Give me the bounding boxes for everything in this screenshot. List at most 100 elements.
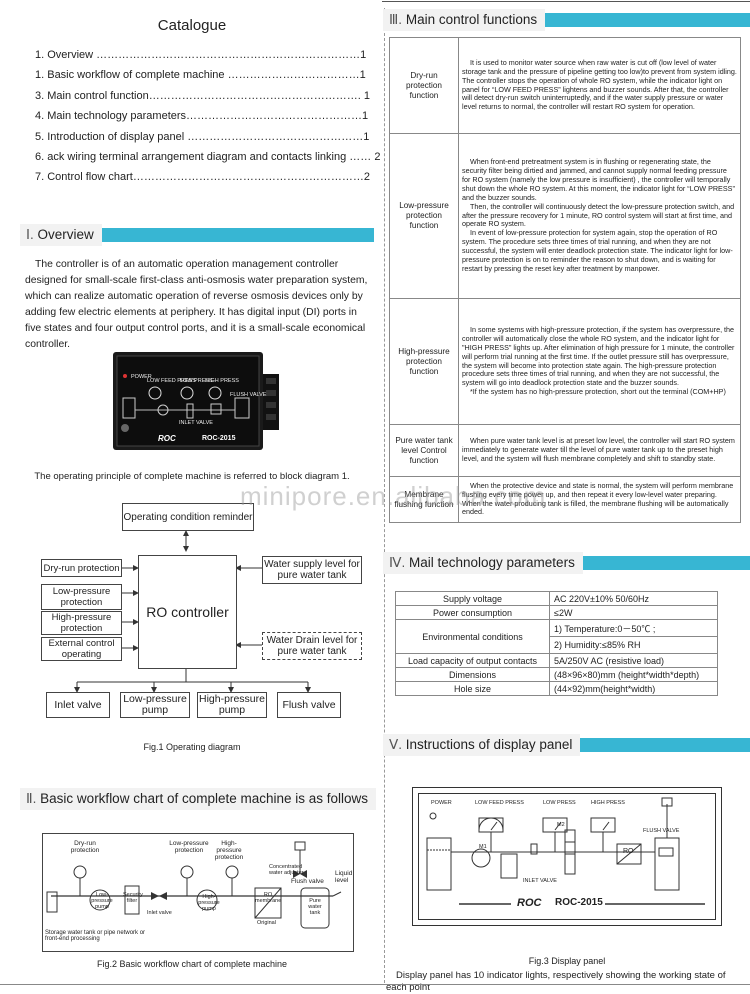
section-workflow-header: Ⅱ. Basic workflow chart of complete mach… (20, 788, 377, 810)
box-water-supply-level: Water supply level for pure water tank (262, 556, 362, 584)
device-label-inlet-valve: INLET VALVE (179, 420, 213, 426)
device-label-high-press: HIGH PRESS (205, 378, 239, 384)
panel-brand-logo: ROC (517, 897, 542, 909)
section-title: Mail technology parameters (408, 555, 575, 570)
workflow-diagram: Dry-run protection Low-pressure protecti… (42, 833, 354, 952)
column-divider (384, 8, 385, 983)
section-accent-bar (545, 13, 750, 27)
table-row: Power consumption ≤2W (395, 605, 718, 620)
wf-label-concentrated: Concentrated water adjuster (269, 864, 304, 876)
param-value: 1) Temperature:0－50℃ ; (549, 619, 718, 637)
toc-item[interactable]: 7. Control flow chart…………………………………………………… (35, 171, 370, 184)
section-accent-bar (582, 556, 750, 570)
panel-label-low-feed: LOW FEED PRESS (475, 800, 524, 806)
panel-label-m2: M2 (557, 822, 565, 828)
wf-label-high-pressure: High-pressure protection (214, 840, 244, 861)
toc-item[interactable]: 1. Overview ………………………………………………………………1 (35, 49, 367, 61)
box-low-pressure-pump: Low-pressure pump (120, 692, 190, 718)
row-desc: Then, the controller will continuously d… (462, 201, 735, 229)
param-value: 5A/250V AC (resistive load) (549, 653, 718, 668)
device-label-low-feed: LOW FEED PRESS (147, 378, 196, 384)
fig2-caption: Fig.2 Basic workflow chart of complete m… (96, 959, 288, 969)
panel-label-inlet-valve: INLET VALVE (523, 878, 557, 884)
table-row: Load capacity of output contacts 5A/250V… (395, 653, 718, 668)
wf-label-liquid-level: Liquid level (335, 870, 353, 884)
row-desc: It is used to monitor water source when … (462, 57, 737, 112)
param-value: (44×92)mm(height*width) (549, 681, 718, 696)
param-name: Dimensions (395, 667, 550, 682)
display-panel: POWER LOW FEED PRESS LOW PRESS HIGH PRES… (418, 793, 716, 920)
toc-item[interactable]: 3. Main control function…………………………………………… (35, 89, 370, 102)
panel-label-low-press: LOW PRESS (543, 800, 576, 806)
wf-label-low-pressure-pump: Low-pressure pump (91, 892, 113, 910)
panel-label-power: POWER (431, 800, 452, 806)
wf-label-pure-water-tank: Pure water tank (308, 898, 322, 916)
table-row: Pure water tank level Control function W… (389, 424, 741, 477)
display-description: Display panel has 10 indicator lights, r… (386, 970, 726, 993)
row-desc: In some systems with high-pressure prote… (462, 324, 735, 388)
param-value: (48×96×80)mm (height*width*depth) (549, 667, 718, 682)
row-desc: When pure water tank level is at preset … (462, 436, 735, 463)
param-value: ≤2W (549, 605, 718, 620)
box-ro-controller: RO controller (138, 555, 237, 669)
toc-item[interactable]: 6. ack wiring terminal arrangement diagr… (35, 151, 381, 164)
wf-label-inlet-valve: Inlet valve (147, 910, 172, 916)
box-operating-condition-reminder: Operating condition reminder (122, 503, 254, 531)
param-name: Hole size (395, 681, 550, 696)
toc-item[interactable]: 1. Basic workflow of complete machine ……… (35, 69, 366, 82)
toc-item[interactable]: 4. Main technology parameters……………………………… (35, 110, 369, 123)
section-accent-bar (580, 738, 750, 752)
box-flush-valve: Flush valve (277, 692, 341, 718)
table-row: Membrane flushing function When the prot… (389, 476, 741, 523)
table-row: Dry-run protection function It is used t… (389, 37, 741, 134)
panel-label-ro: RO (623, 848, 634, 855)
row-desc: When the protective device and state is … (462, 480, 734, 517)
device-brand-logo: ROC (158, 434, 176, 443)
table-row: Low-pressure protection function When fr… (389, 133, 741, 299)
row-desc: *If the system has no high-pressure prot… (470, 387, 726, 397)
main-control-table: Dry-run protection function It is used t… (389, 37, 741, 523)
param-name: Power consumption (395, 605, 550, 620)
box-dry-run-protection: Dry-run protection (41, 559, 122, 577)
table-row: Supply voltage AC 220V±10% 50/60Hz (395, 591, 718, 606)
catalogue-list: 1. Overview ………………………………………………………………1 1.… (35, 45, 381, 188)
table-row: Hole size (44×92)mm(height*width) (395, 681, 718, 696)
fig1-caption: Fig.1 Operating diagram (143, 742, 241, 752)
watermark: minipore.en.alibaba.com (240, 481, 547, 511)
section-title: Main control functions (405, 12, 538, 27)
box-inlet-valve: Inlet valve (46, 692, 110, 718)
device-label-power: POWER (131, 374, 152, 380)
wf-label-high-pressure-pump: High-pressure pump (198, 894, 220, 912)
toc-item[interactable]: 5. Introduction of display panel …………………… (35, 130, 370, 143)
section-display-header: Ⅴ. Instructions of display panel (383, 734, 750, 756)
row-desc: In event of low-pressure protection for … (462, 228, 733, 273)
wf-label-storage: Storage water tank or pipe network or fr… (45, 930, 146, 942)
section-title: Basic workflow chart of complete machine… (40, 791, 369, 806)
section-tech-header: Ⅳ. Mail technology parameters (383, 552, 750, 574)
param-name: Environmental conditions (395, 619, 550, 654)
section-title: Instructions of display panel (405, 737, 573, 752)
box-external-control: External control operating (41, 637, 122, 661)
panel-model: ROC-2015 (555, 897, 603, 908)
overview-paragraph: The controller is of an automatic operat… (25, 259, 368, 350)
row-name: High-pressure protection function (389, 298, 459, 425)
fig3-caption: Fig.3 Display panel (528, 956, 606, 966)
device-label-flush-valve: FLUSH VALVE (230, 392, 267, 398)
param-value: AC 220V±10% 50/60Hz (549, 591, 718, 606)
section-accent-bar (101, 228, 374, 242)
section-main-control-header: Ⅲ. Main control functions (383, 9, 750, 31)
param-name: Load capacity of output contacts (395, 653, 550, 668)
box-high-pressure-protection: High-pressure protection (41, 611, 122, 635)
param-value: 2) Humidity:≤85% RH (549, 636, 718, 654)
param-name: Supply voltage (395, 591, 550, 606)
display-panel-frame (412, 787, 722, 926)
row-name: Low-pressure protection function (389, 133, 459, 299)
panel-label-flush-valve: FLUSH VALVE (643, 828, 680, 834)
wf-label-ro-membrane: RO membrane (255, 892, 282, 904)
row-name: Pure water tank level Control function (389, 424, 459, 477)
wf-label-flush-valve: Flush valve (291, 878, 324, 885)
device-model: ROC-2015 (202, 435, 236, 442)
wf-label-dry-run: Dry-run protection (70, 840, 100, 854)
section-title: Overview (37, 227, 94, 242)
tech-parameters-table: Supply voltage AC 220V±10% 50/60Hz Power… (395, 591, 718, 696)
